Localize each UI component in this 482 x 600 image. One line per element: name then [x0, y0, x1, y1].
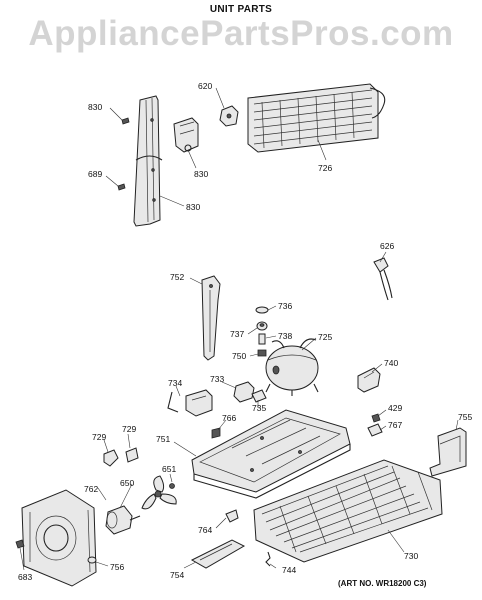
label-683: 683 [18, 572, 32, 582]
label-620: 620 [198, 81, 212, 91]
grommet-729a-part[interactable] [103, 449, 119, 467]
base-pan-751-part[interactable] [191, 409, 351, 499]
label-730: 730 [404, 551, 418, 561]
label-752: 752 [170, 272, 184, 282]
label-750: 750 [232, 351, 246, 361]
label-650: 650 [120, 478, 134, 488]
label-429: 429 [388, 403, 402, 413]
drain-pan-754-part[interactable] [190, 539, 246, 569]
art-number: (ART NO. WR18200 C3) [338, 579, 427, 588]
label-764: 764 [198, 525, 212, 535]
screw-689-part[interactable] [117, 183, 126, 191]
clip-750-part[interactable] [257, 349, 267, 357]
grommet-756-part[interactable] [87, 556, 97, 564]
screw-830-part[interactable] [121, 117, 130, 125]
label-736: 736 [278, 301, 292, 311]
fan-shroud-762-part[interactable] [21, 489, 97, 587]
label-626: 626 [380, 241, 394, 251]
drier-bracket-part[interactable] [133, 95, 163, 227]
relay-830-part[interactable] [173, 117, 199, 153]
grommet-736-part[interactable] [255, 306, 269, 314]
label-735: 735 [252, 403, 266, 413]
label-766: 766 [222, 413, 236, 423]
thermostat-620-part[interactable] [219, 105, 239, 127]
diagram-title: UNIT PARTS [209, 4, 273, 15]
overload-740-part[interactable] [357, 367, 381, 393]
label-738: 738 [278, 331, 292, 341]
label-729: 729 [122, 424, 136, 434]
label-751: 751 [156, 434, 170, 444]
label-740: 740 [384, 358, 398, 368]
label-726: 726 [318, 163, 332, 173]
label-744: 744 [282, 565, 296, 575]
label-737: 737 [230, 329, 244, 339]
condenser-coil-730-part[interactable] [253, 459, 443, 563]
leader-lines [19, 87, 459, 571]
clip-766-part[interactable] [211, 427, 221, 439]
mounting-bracket-752-part[interactable] [201, 275, 221, 361]
label-756: 756 [110, 562, 124, 572]
spring-744-part[interactable] [265, 551, 271, 567]
compressor-725-part[interactable] [265, 338, 319, 396]
bushing-737-part[interactable] [256, 321, 268, 331]
fan-motor-650-part[interactable] [105, 505, 141, 535]
label-762: 762 [84, 484, 98, 494]
defrost-part-626[interactable] [373, 257, 393, 301]
label-767: 767 [388, 420, 402, 430]
label-734: 734 [168, 378, 182, 388]
clip-767-part[interactable] [367, 423, 383, 437]
label-689: 689 [88, 169, 102, 179]
label-830: 830 [186, 202, 200, 212]
condenser-726-part[interactable] [247, 83, 386, 153]
label-729: 729 [92, 432, 106, 442]
label-733: 733 [210, 374, 224, 384]
sleeve-738-part[interactable] [258, 333, 266, 345]
label-830: 830 [194, 169, 208, 179]
label-754: 754 [170, 570, 184, 580]
relay-734-part[interactable] [167, 389, 213, 417]
clip-764-part[interactable] [225, 509, 239, 523]
clip-735-part[interactable] [251, 389, 267, 403]
part-number-labels: 620 726 830 830 830 689 626 752 736 737 … [18, 81, 472, 582]
label-651: 651 [162, 464, 176, 474]
screw-683-part[interactable] [15, 539, 25, 549]
watermark: AppliancePartsPros.com [28, 14, 454, 53]
label-725: 725 [318, 332, 332, 342]
cover-733-part[interactable] [233, 381, 255, 403]
label-755: 755 [458, 412, 472, 422]
fan-blade-part[interactable] [141, 475, 177, 510]
clip-651-part[interactable] [169, 483, 175, 489]
grommet-729b-part[interactable] [125, 447, 139, 463]
bracket-755-part[interactable] [429, 427, 467, 477]
label-830: 830 [88, 102, 102, 112]
